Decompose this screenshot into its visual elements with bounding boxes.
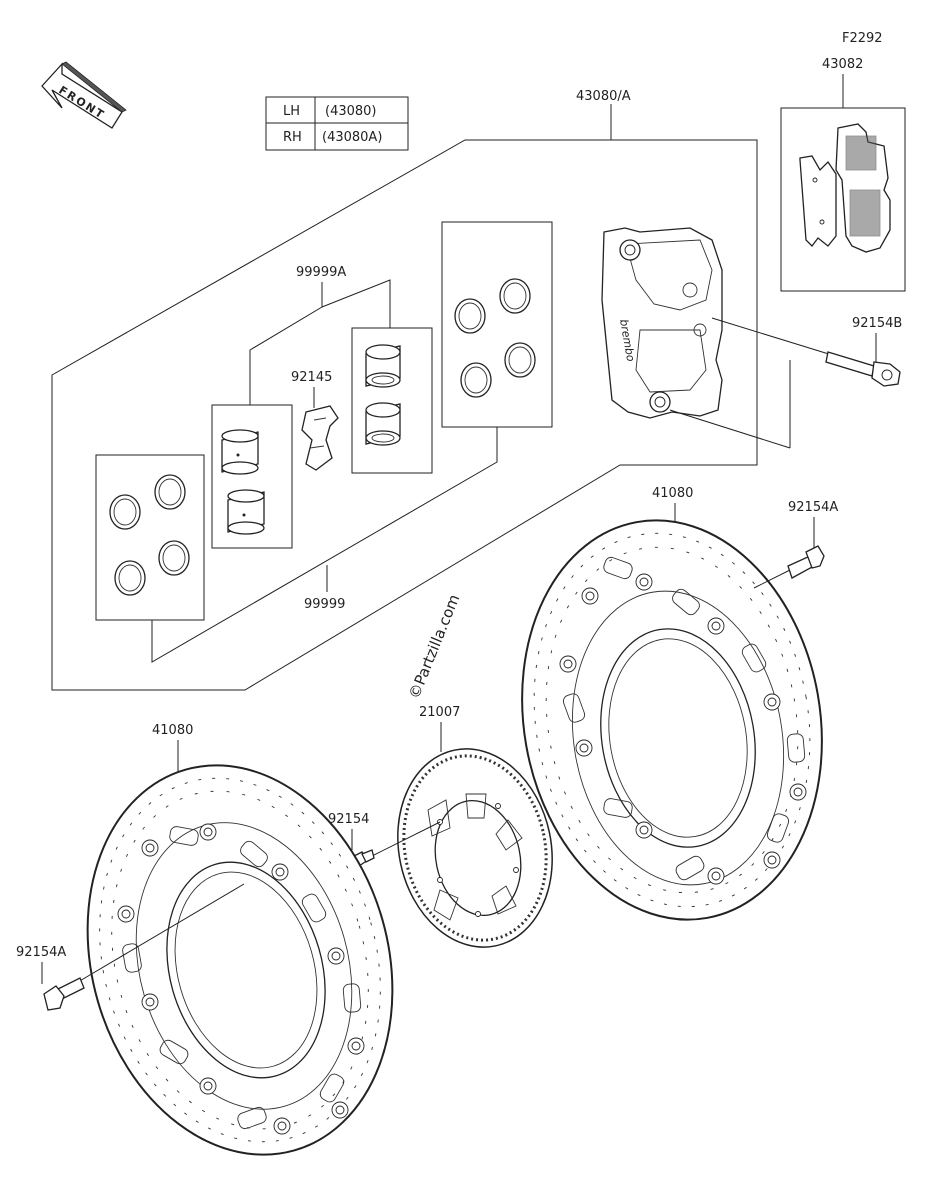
caliper-bolt-label: 92154B <box>852 316 902 331</box>
caliper-bolt <box>825 351 901 387</box>
seal-kit-label: 99999 <box>304 597 345 612</box>
brake-caliper: brembo <box>601 227 723 419</box>
pad-spring <box>301 405 339 471</box>
disc-right-label: 41080 <box>652 486 693 501</box>
pad-spring-label: 92145 <box>291 370 332 385</box>
caliper-group-outline <box>51 104 758 691</box>
disc-right-bolt <box>787 545 825 579</box>
pistons-set-2 <box>365 344 401 446</box>
watermark: ©Partzilla.com <box>405 592 463 702</box>
pads-label: 43082 <box>822 57 863 72</box>
caliper-label: 43080/A <box>576 89 631 104</box>
pads-box <box>780 107 906 292</box>
legend-code-lh: (43080) <box>325 104 377 119</box>
legend-code-rh: (43080A) <box>322 130 382 145</box>
brake-disc-left <box>86 764 394 1156</box>
piston-kit-label: 99999A <box>296 265 346 280</box>
seals-set-2 <box>454 278 536 398</box>
figure-code: F2292 <box>842 31 883 46</box>
legend-side-rh: RH <box>283 130 302 145</box>
pistons-set-1 <box>221 429 265 535</box>
brake-disc-right <box>521 519 823 921</box>
abs-sensor-rotor <box>397 748 553 948</box>
legend-table: LH (43080) RH (43080A) <box>265 96 409 151</box>
disc-left-label: 41080 <box>152 723 193 738</box>
front-arrow-icon: FRONT <box>41 61 127 129</box>
disc-left-bolt <box>43 977 85 1011</box>
sensor-rotor-screw-label: 92154 <box>328 812 369 827</box>
piston-box-2 <box>351 327 433 474</box>
seals-set-1 <box>109 474 190 596</box>
brake-pads <box>799 123 891 253</box>
seal-box-1 <box>95 454 205 621</box>
sensor-rotor-label: 21007 <box>419 705 460 720</box>
disc-right-bolt-label: 92154A <box>788 500 838 515</box>
disc-left-bolt-label: 92154A <box>16 945 66 960</box>
legend-side-lh: LH <box>283 104 300 119</box>
piston-box-1 <box>211 404 293 549</box>
